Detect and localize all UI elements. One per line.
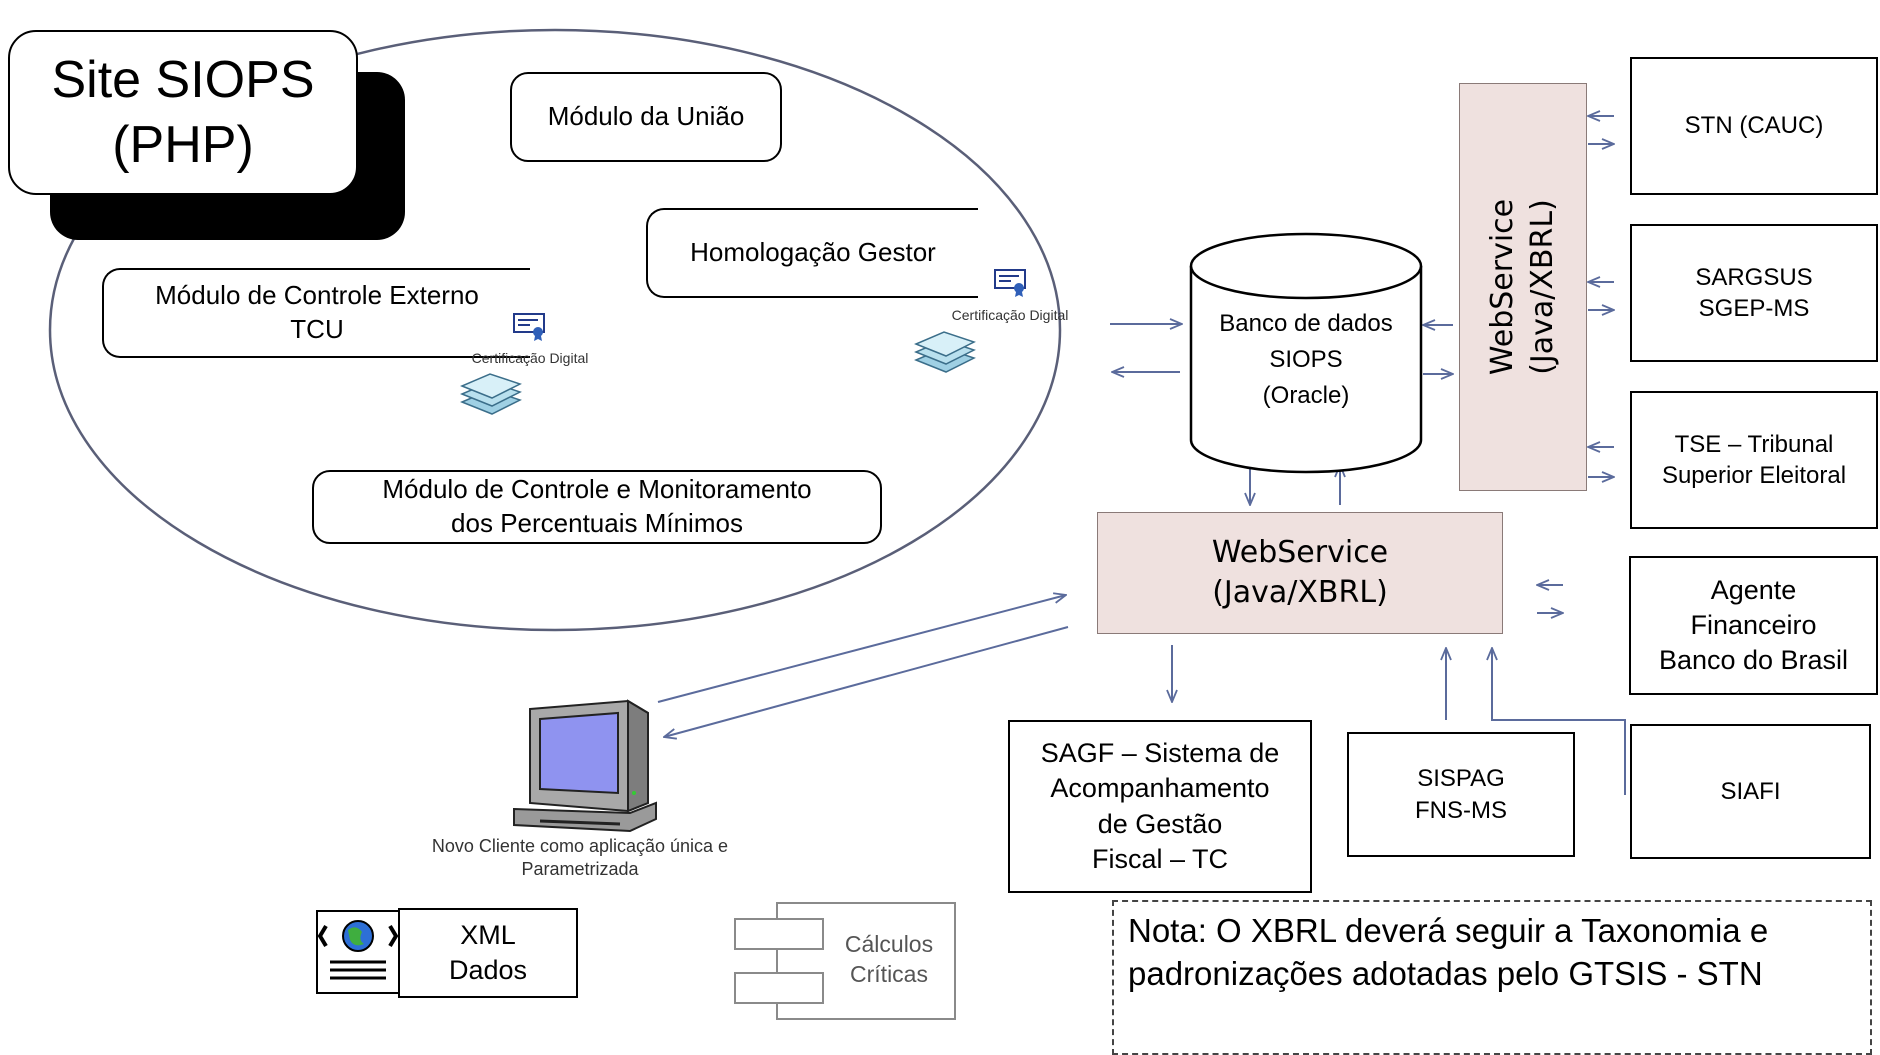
arrow-client-to-ws xyxy=(657,595,1066,703)
xml-globe-icon xyxy=(317,920,399,980)
xml-document-icon xyxy=(316,910,400,994)
module-controle-externo: Módulo de Controle Externo TCU xyxy=(102,268,530,358)
database-cylinder xyxy=(1189,232,1423,474)
xbrl-note: Nota: O XBRL deverá seguir a Taxonomia e… xyxy=(1112,900,1872,1055)
site-siops-ellipse xyxy=(48,28,1062,632)
system-siafi: SIAFI xyxy=(1630,724,1871,859)
module-homologacao: Homologação Gestor xyxy=(646,208,978,298)
database-label: Banco de dados SIOPS (Oracle) xyxy=(1219,310,1393,409)
module-uniao: Módulo da União xyxy=(510,72,782,162)
certificate-icon xyxy=(513,313,545,341)
component-port-top xyxy=(734,918,824,950)
arrow-ws-to-client xyxy=(664,626,1069,737)
webservice-vertical-label: WebService (Java/XBRL) xyxy=(1484,198,1561,376)
xml-dados-box: XML Dados xyxy=(398,908,578,998)
system-tse: TSE – Tribunal Superior Eleitoral xyxy=(1630,391,1878,529)
certificacao-label-1: Certificação Digital xyxy=(471,350,589,366)
computer-icon xyxy=(513,699,657,833)
documents-stack-icon xyxy=(460,373,522,415)
title-line1: Site SIOPS xyxy=(51,50,315,109)
component-port-bottom xyxy=(734,972,824,1004)
system-sagf: SAGF – Sistema de Acompanhamento de Gest… xyxy=(1008,720,1312,893)
system-stn: STN (CAUC) xyxy=(1630,57,1878,195)
webservice-main-box: WebService (Java/XBRL) xyxy=(1097,512,1503,634)
certificacao-label-2: Certificação Digital xyxy=(951,307,1069,323)
module-monitoramento: Módulo de Controle e Monitoramento dos P… xyxy=(312,470,882,544)
title-line2: (PHP) xyxy=(112,115,254,174)
webservice-vertical-box xyxy=(1459,83,1587,491)
arrow-from-siafi xyxy=(1492,648,1626,795)
system-agente-financeiro: Agente Financeiro Banco do Brasil xyxy=(1629,556,1878,695)
client-caption: Novo Cliente como aplicação única e Para… xyxy=(431,836,729,879)
calculos-label: Cálculos Críticas xyxy=(844,931,934,987)
title-box: Site SIOPS (PHP) xyxy=(8,30,358,195)
documents-stack-icon xyxy=(914,331,976,373)
system-sargsus: SARGSUS SGEP-MS xyxy=(1630,224,1878,362)
certificate-icon xyxy=(994,269,1026,297)
system-sispag: SISPAG FNS-MS xyxy=(1347,732,1575,857)
